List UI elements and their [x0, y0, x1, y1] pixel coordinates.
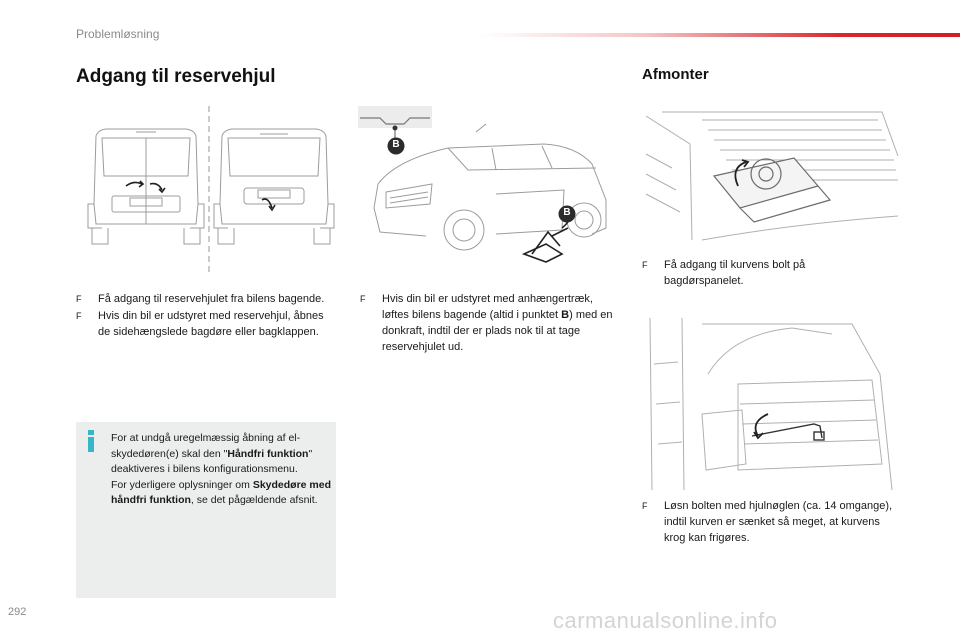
info-p2: For yderligere oplysninger om: [111, 478, 253, 491]
callout-b-top: B: [392, 139, 400, 150]
list-item: F Hvis din bil er udstyret med reservehj…: [76, 308, 334, 340]
section-title-afmonter: Afmonter: [642, 66, 709, 83]
list-item: F Løsn bolten med hjulnøglen (ca. 14 omg…: [642, 498, 904, 546]
watermark: carmanualsonline.info: [553, 608, 778, 633]
section-label: Problemløsning: [76, 27, 160, 41]
bullets-column-2: F Hvis din bil er udstyret med anhængert…: [360, 291, 622, 356]
info-p1: For at undgå uregelmæssig åbning af el-s…: [111, 432, 301, 460]
point-b-reference: B: [561, 309, 570, 321]
header-accent-bar: [480, 33, 960, 37]
bullet-text: Få adgang til kurvens bolt på bagdørspan…: [664, 259, 806, 287]
list-item: F Få adgang til reservehjulet fra bilens…: [76, 291, 334, 307]
bullet-marker-icon: F: [642, 260, 648, 270]
info-box: For at undgå uregelmæssig åbning af el-s…: [76, 422, 336, 598]
bullet-text: Hvis din bil er udstyret med anhængertræ…: [382, 293, 593, 321]
page-number: 292: [8, 606, 27, 618]
list-item: F Få adgang til kurvens bolt på bagdørsp…: [642, 257, 882, 289]
bullet-marker-icon: F: [76, 311, 82, 321]
page-title: Adgang til reservehjul: [76, 66, 276, 87]
callout-b-car-badge: [558, 205, 576, 223]
bullet-text: Løsn bolten med hjulnøglen (ca. 14 omgan…: [664, 500, 893, 544]
info-p1-end: " deaktiveres i bilens konfigurationsmen…: [111, 447, 313, 476]
bullets-right-2: F Løsn bolten med hjulnøglen (ca. 14 omg…: [642, 498, 904, 547]
bullet-marker-icon: F: [642, 501, 648, 511]
illustration-cargo-floor: [642, 104, 902, 244]
illustration-car-jack: [356, 104, 612, 272]
bullets-right-1: F Få adgang til kurvens bolt på bagdørsp…: [642, 257, 882, 290]
bullet-text: Hvis din bil er udstyret med reservehjul…: [98, 310, 324, 338]
callout-b-car: B: [563, 207, 571, 218]
info-p2-end: , se det pågældende afsnit.: [190, 494, 318, 507]
bullet-text: Få adgang til reservehjulet fra bilens b…: [98, 293, 325, 305]
illustration-wheel-wrench: [642, 314, 904, 490]
list-item: F Hvis din bil er udstyret med anhængert…: [360, 291, 622, 355]
bullet-marker-icon: F: [76, 294, 82, 304]
info-p1-bold: Håndfri funktion: [227, 447, 309, 460]
bullets-column-1: F Få adgang til reservehjulet fra bilens…: [76, 291, 334, 341]
illustration-rear-doors: [82, 104, 340, 276]
info-icon: [86, 430, 96, 452]
bullet-marker-icon: F: [360, 294, 366, 304]
callout-b-top-badge: [387, 137, 405, 155]
info-p2-bold: Skydedøre med håndfri funktion: [111, 478, 332, 507]
bullet-text-cont: ) med en donkraft, indtil der er plads n…: [382, 309, 613, 353]
info-text: For at undgå uregelmæssig åbning af el-s…: [111, 431, 331, 509]
